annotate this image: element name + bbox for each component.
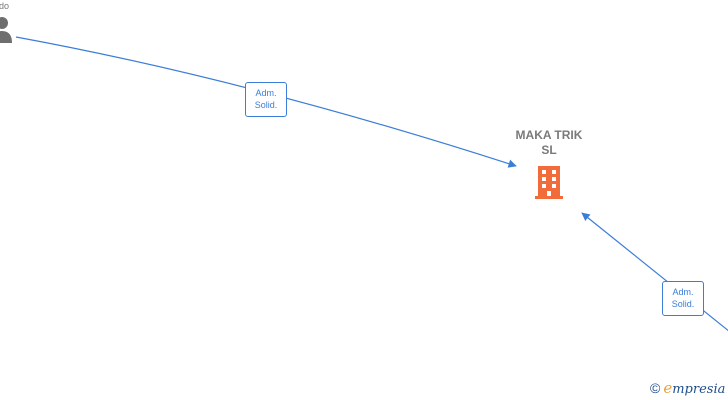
edge-label-line1: Adm. [672, 287, 694, 297]
edge-label-line2: Solid. [254, 100, 278, 110]
person-label: ado [0, 1, 10, 11]
brand-logo-initial: e [663, 379, 673, 397]
company-name-line1: MAKA TRIK [515, 128, 583, 142]
edge-label-line1: Adm. [255, 88, 277, 98]
edge-label-adm-solid[interactable]: Adm. Solid. [662, 281, 704, 316]
edge-label-adm-solid[interactable]: Adm. Solid. [245, 82, 287, 117]
edge-offscreen-to-company[interactable] [581, 212, 728, 340]
copyright-symbol: © [650, 380, 661, 396]
person-node[interactable]: ado [0, 1, 14, 45]
brand-watermark: ©empresia [650, 379, 725, 399]
edge-label-line2: Solid. [671, 299, 695, 309]
company-node[interactable]: MAKA TRIK SL [498, 128, 600, 200]
company-name-line2: SL [541, 143, 557, 157]
person-icon [0, 17, 12, 43]
building-icon [535, 166, 563, 199]
brand-logo-text: mpresia [672, 382, 726, 397]
